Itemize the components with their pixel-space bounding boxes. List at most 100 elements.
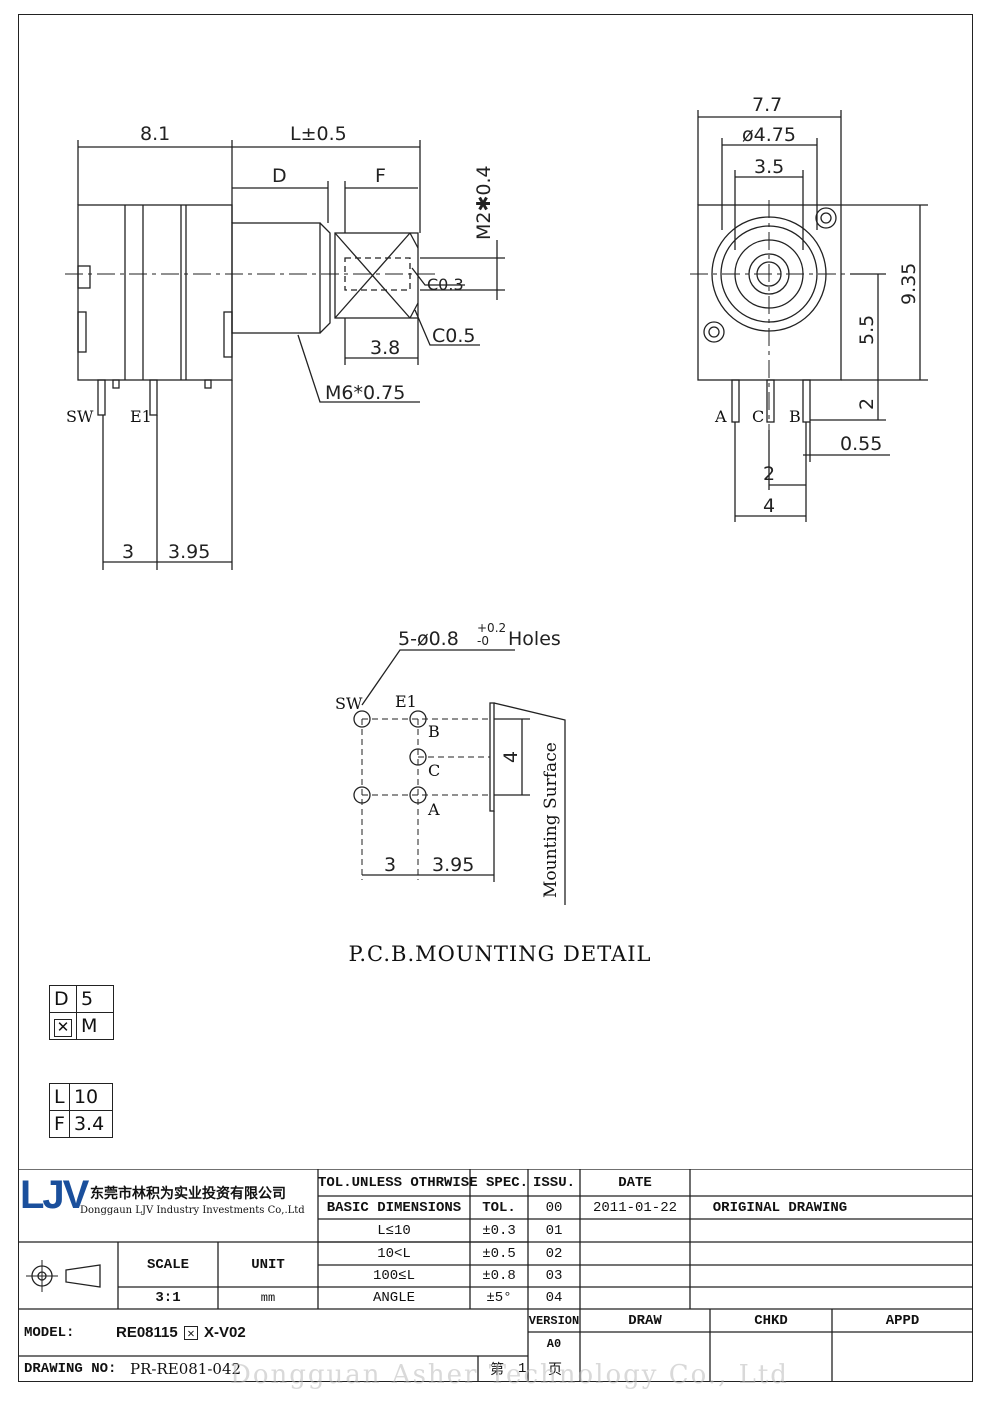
page-number: 1 [518, 1361, 527, 1377]
holes-suffix: Holes [508, 628, 561, 650]
issu-01: 01 [545, 1222, 563, 1239]
dim-pitch-395: 3.95 [168, 541, 210, 563]
dim-2: 2 [856, 398, 878, 410]
drawing-no-value: PR-RE081-042 [130, 1360, 242, 1378]
pin-label-sw: SW [66, 407, 94, 426]
title-block-grid [18, 1169, 973, 1382]
holes-tol-minus: -0 [477, 634, 489, 648]
holes-label: 5-ø0.8 [398, 628, 459, 650]
dim-m6: M6*0.75 [325, 382, 405, 404]
scale-header: SCALE [146, 1256, 189, 1273]
opt-x-box-icon: ✕ [49, 1012, 77, 1040]
issu-00: 00 [545, 1199, 563, 1216]
company-name-cn: 东莞市林积为实业投资有限公司 [90, 1186, 286, 1202]
opt-l-label: L [49, 1083, 70, 1111]
pcb-label-c: C [428, 761, 440, 780]
dim-f: F [375, 165, 386, 187]
model-header: MODEL: [24, 1324, 75, 1341]
page-suffix: 页 [548, 1362, 562, 1378]
issu-03: 03 [545, 1268, 563, 1284]
appd-header: APPD [885, 1312, 920, 1329]
hole-sw [353, 710, 371, 728]
dim-pin-span: 4 [763, 495, 775, 517]
projection-symbol-icon [26, 1260, 101, 1292]
shaft-bushing [231, 222, 321, 334]
dim-8-1: 8.1 [140, 123, 170, 145]
pcb-dim-395: 3.95 [432, 854, 474, 876]
unit-header: UNIT [251, 1256, 285, 1273]
company-name-en: Donggaun LJV Industry Investments Co,.Lt… [80, 1205, 305, 1216]
opt-d-label: D [49, 985, 77, 1013]
issu-header: ISSU. [532, 1174, 575, 1191]
dim-length: L±0.5 [290, 123, 347, 145]
scale-value: 3:1 [155, 1290, 181, 1306]
pcb-label-b: B [428, 722, 440, 741]
opt-f-value: 3.4 [68, 1110, 113, 1138]
front-view [690, 110, 928, 522]
version-value: A0 [546, 1337, 562, 1351]
model-x-box-icon: ✕ [184, 1326, 198, 1341]
dim-bore: ø4.75 [742, 124, 796, 146]
pcb-detail-title: P.C.B.MOUNTING DETAIL [348, 942, 652, 966]
dim-d: D [272, 165, 287, 187]
title-block: LJV 东莞市林积为实业投资有限公司 Donggaun LJV Industry… [18, 1169, 973, 1382]
issu-02: 02 [545, 1245, 563, 1262]
basic-row-4: ANGLE [372, 1290, 415, 1306]
pcb-label-sw: SW [335, 694, 363, 713]
holes-tol-plus: +0.2 [477, 621, 506, 635]
model-value-b: X-V02 [204, 1324, 246, 1341]
pin-label-b: B [789, 407, 801, 426]
dim-pitch-3: 3 [122, 541, 134, 563]
shaft-tip [334, 232, 419, 319]
pin-label-e1: E1 [130, 407, 152, 426]
version-header: VERSION [528, 1313, 580, 1328]
tol-row-1: ±0.3 [482, 1222, 516, 1239]
body-outline [77, 204, 233, 381]
unit-value: mm [260, 1291, 276, 1305]
dim-thread-tip: M2✱0.4 [473, 165, 495, 240]
pcb-dim-4: 4 [500, 751, 522, 763]
opt-f-label: F [49, 1110, 70, 1138]
date-header: DATE [618, 1174, 652, 1191]
opt-d-value: 5 [76, 985, 114, 1013]
dim-0-55: 0.55 [840, 433, 882, 455]
chkd-header: CHKD [754, 1312, 788, 1329]
model-value-a: RE08115 [116, 1324, 178, 1341]
drawing-no-header: DRAWING NO: [24, 1361, 117, 1377]
note-00: ORIGINAL DRAWING [712, 1199, 848, 1216]
issu-04: 04 [545, 1290, 563, 1306]
opt-l-value: 10 [68, 1083, 113, 1111]
pin-label-c: C [752, 407, 764, 426]
tol-header: TOL.UNLESS OTHRWISE SPEC. [317, 1174, 529, 1191]
pcb-label-a: A [427, 800, 440, 819]
tol-col-header: TOL. [482, 1199, 516, 1216]
page-prefix: 第 [490, 1362, 504, 1378]
pcb-label-e1: E1 [395, 692, 417, 711]
dim-3-5: 3.5 [754, 156, 784, 178]
dim-c03: C0.3 [427, 275, 464, 294]
basic-row-3: 100≤L [372, 1268, 415, 1284]
company-logo: LJV [20, 1172, 89, 1217]
basic-row-2: 10<L [377, 1245, 411, 1262]
pcb-detail [353, 649, 566, 905]
draw-header: DRAW [628, 1312, 662, 1329]
watermark: Dongguan Asher Technology Co., Ltd [230, 1360, 789, 1390]
dim-9-35: 9.35 [898, 263, 920, 305]
dim-5-5: 5.5 [856, 315, 878, 345]
basic-dim-header: BASIC DIMENSIONS [326, 1199, 462, 1216]
dim-c05: C0.5 [432, 325, 475, 347]
basic-row-1: L≤10 [377, 1222, 411, 1239]
opt-m-value: M [76, 1012, 114, 1040]
tol-row-2: ±0.5 [482, 1245, 516, 1262]
side-view [65, 140, 505, 570]
tol-row-4: ±5° [486, 1290, 512, 1306]
pcb-dim-3: 3 [384, 854, 396, 876]
date-00: 2011-01-22 [592, 1199, 677, 1216]
pin-label-a: A [714, 407, 727, 426]
dim-pin-pitch: 2 [763, 463, 775, 485]
tol-row-3: ±0.8 [482, 1268, 516, 1284]
dim-7-7: 7.7 [752, 94, 782, 116]
